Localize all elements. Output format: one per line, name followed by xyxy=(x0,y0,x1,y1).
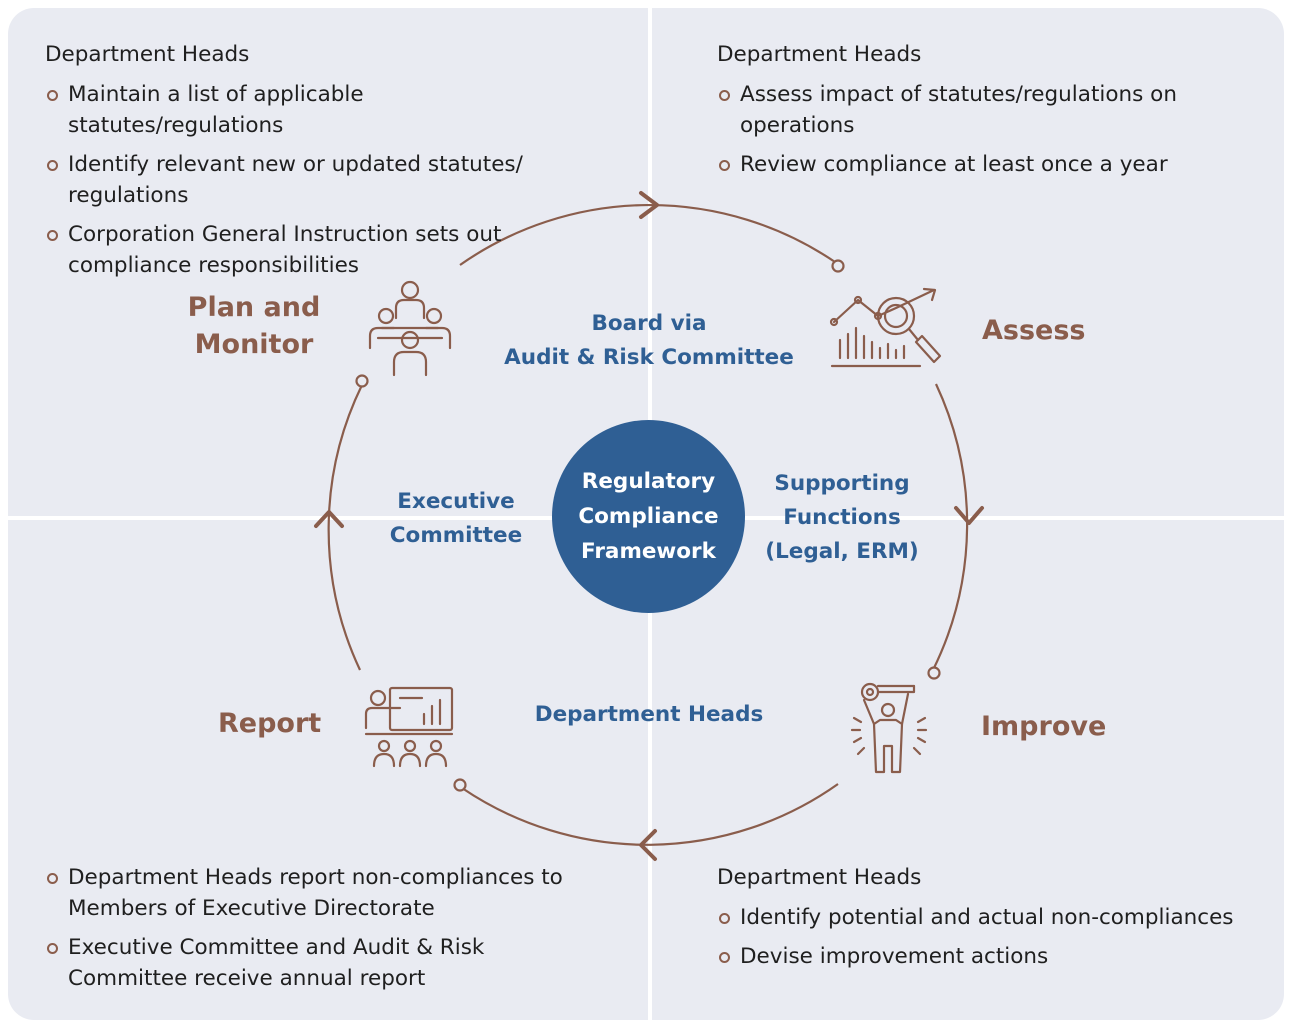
quadrant-top-left xyxy=(8,8,648,516)
bullet-list: Identify potential and actual non-compli… xyxy=(717,902,1277,972)
panel-heading: Department Heads xyxy=(717,42,922,67)
panel-heading: Department Heads xyxy=(717,865,922,890)
analytics-magnifier-icon xyxy=(829,287,942,368)
inner-label-executive-committee: Executive Committee xyxy=(389,489,523,548)
end-dot-top xyxy=(831,259,845,273)
stage-improve: Improve xyxy=(981,711,1107,742)
stage-plan-and-monitor: Plan and Monitor xyxy=(187,292,321,360)
list-item: Devise improvement actions xyxy=(717,941,1277,972)
bullet-list: Department Heads report non-compliances … xyxy=(45,862,605,994)
list-item: Corporation General Instruction sets out… xyxy=(45,219,585,281)
list-item: Review compliance at least once a year xyxy=(717,149,1287,180)
panel-top-left: Department Heads Maintain a list of appl… xyxy=(45,39,585,289)
stage-report: Report xyxy=(218,708,322,739)
arrow-bottom xyxy=(639,829,657,861)
arrow-left xyxy=(314,510,344,528)
panel-top-right: Department Heads Assess impact of statut… xyxy=(717,39,1287,188)
panel-bottom-left: Department Heads report non-compliances … xyxy=(45,862,605,1002)
bullet-list: Maintain a list of applicable statutes/r… xyxy=(45,79,585,281)
list-item: Maintain a list of applicable statutes/r… xyxy=(45,79,585,141)
end-dot-right xyxy=(927,666,941,680)
quadrant-top-right xyxy=(652,8,1284,516)
panel-heading: Department Heads xyxy=(45,42,250,67)
list-item: Assess impact of statutes/regulations on… xyxy=(717,79,1287,141)
panel-bottom-right: Department Heads Identify potential and … xyxy=(717,862,1277,980)
end-dot-left xyxy=(355,374,369,388)
list-item: Identify potential and actual non-compli… xyxy=(717,902,1277,933)
arrow-right xyxy=(954,506,984,525)
center-framework-circle: Regulatory Compliance Framework xyxy=(552,420,745,613)
arc-assess-to-improve xyxy=(932,383,969,671)
inner-label-department-heads: Department Heads xyxy=(534,702,764,727)
list-item: Department Heads report non-compliances … xyxy=(45,862,605,924)
end-dot-bottom xyxy=(453,778,467,792)
center-line: Compliance xyxy=(578,504,719,529)
inner-label-board: Board via Audit & Risk Committee xyxy=(504,311,794,370)
meeting-group-icon xyxy=(368,280,452,377)
bullet-list: Assess impact of statutes/regulations on… xyxy=(717,79,1287,180)
stage-assess: Assess xyxy=(982,315,1086,346)
inner-label-supporting-functions: Supporting Functions (Legal, ERM) xyxy=(765,471,919,564)
center-line: Framework xyxy=(581,539,716,564)
list-item: Identify relevant new or updated statute… xyxy=(45,149,585,211)
quadrant-bottom-right xyxy=(652,520,1284,1020)
arc-improve-to-report xyxy=(461,783,839,846)
arc-report-to-plan xyxy=(327,384,363,671)
presentation-audience-icon xyxy=(364,686,454,768)
center-line: Regulatory xyxy=(581,469,716,494)
arc-plan-to-assess xyxy=(459,203,836,266)
list-item: Executive Committee and Audit & Risk Com… xyxy=(45,932,605,994)
person-holding-key-icon xyxy=(850,682,928,774)
arrow-top xyxy=(639,191,659,219)
quadrant-bottom-left xyxy=(8,520,648,1020)
